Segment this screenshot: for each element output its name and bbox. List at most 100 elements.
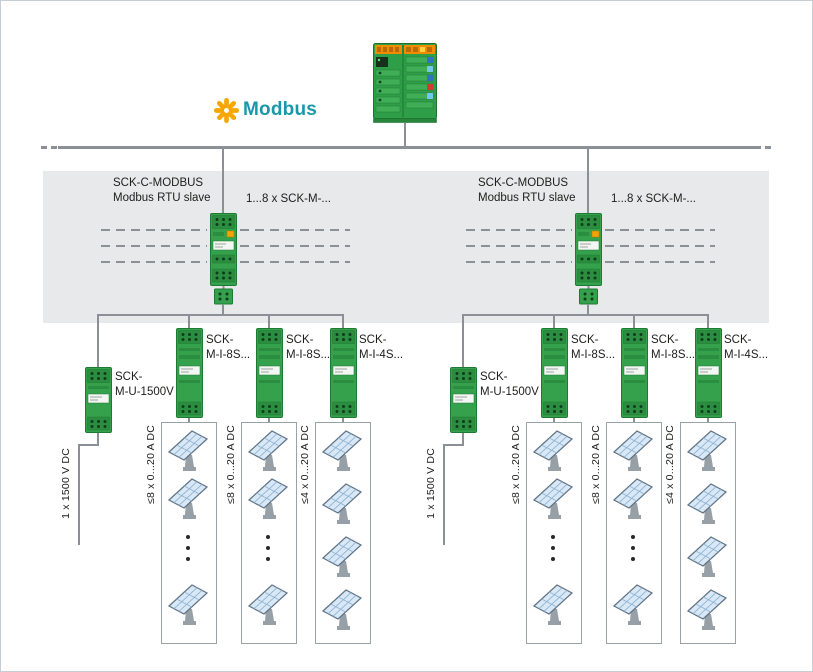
voltage-module-label-line2: M-U-1500V [480, 385, 539, 398]
bus-continuation-right [755, 146, 773, 149]
daisychain-dash [466, 261, 572, 263]
daisychain-dash [240, 261, 350, 263]
solar-panel-icon [166, 427, 210, 473]
voltage-measure-wire [443, 444, 464, 446]
current-module-1 [176, 328, 203, 418]
solar-panel-icon [685, 586, 729, 632]
gateway-branch-wire [587, 304, 589, 316]
more-panels-ellipsis [266, 535, 270, 568]
label-line1: SCK- [571, 334, 599, 346]
branch-drop-voltage [97, 314, 99, 367]
label-line2: M-I-8S... [571, 348, 616, 361]
label-line1: SCK- [724, 334, 752, 346]
solar-panel-icon [685, 533, 729, 579]
daisychain-dash [466, 229, 572, 231]
string-box-3 [680, 422, 736, 644]
solar-panel-icon [320, 480, 364, 526]
solar-panel-icon [531, 475, 575, 521]
module-to-strings-wire [633, 418, 635, 423]
branch-drop-voltage [462, 314, 464, 367]
module-to-strings-wire [188, 418, 190, 423]
daisychain-dash [605, 229, 715, 231]
current-channel-label-2: ≤8 x 0...20 A DC [590, 425, 602, 505]
current-module-3 [695, 328, 722, 418]
gateway-name: SCK-C-MODBUS [113, 177, 204, 189]
rtu-slave-zone-band [43, 171, 769, 323]
branch-drop-1 [188, 314, 190, 328]
solar-panel-icon [166, 581, 210, 627]
solar-panel-icon [531, 427, 575, 473]
current-channel-label-3: ≤4 x 0...20 A DC [299, 425, 311, 505]
branch-drop-2 [268, 314, 270, 328]
current-module-1 [541, 328, 568, 418]
solar-panel-icon [685, 427, 729, 473]
branch-drop-3 [342, 314, 344, 328]
daisychain-dash [240, 245, 350, 247]
current-channel-label-1: ≤8 x 0...20 A DC [510, 425, 522, 505]
modbus-gateway-module [575, 213, 602, 305]
modbus-bus-line [58, 146, 755, 149]
modbus-logo-text: Modbus [243, 99, 318, 120]
solar-panel-icon [246, 581, 290, 627]
solar-panel-icon [320, 586, 364, 632]
module-to-strings-wire [268, 418, 270, 423]
gateway-label: SCK-C-MODBUS Modbus RTU slave [113, 176, 211, 205]
label-line2: M-I-8S... [206, 348, 251, 361]
module-to-strings-wire [553, 418, 555, 423]
extension-count-label: 1...8 x SCK-M-... [246, 193, 331, 205]
daisychain-dash [605, 245, 715, 247]
label-line1: SCK- [206, 334, 234, 346]
solar-panel-icon [246, 427, 290, 473]
more-panels-ellipsis [631, 535, 635, 568]
current-module-2 [621, 328, 648, 418]
gateway-name: SCK-C-MODBUS [478, 177, 569, 189]
branch-drop-3 [707, 314, 709, 328]
voltage-channel-label: 1 x 1500 V DC [60, 448, 72, 519]
voltage-module [450, 367, 477, 433]
label-line2: M-I-4S... [724, 348, 769, 361]
label-line1: SCK- [359, 334, 387, 346]
voltage-measure-wire [78, 444, 99, 446]
current-module-2-label: SCK- M-I-8S... [286, 333, 330, 362]
current-channel-label-1: ≤8 x 0...20 A DC [145, 425, 157, 505]
string-box-1 [161, 422, 217, 644]
daisychain-dash [240, 229, 350, 231]
extension-count-label: 1...8 x SCK-M-... [611, 193, 696, 205]
string-box-3 [315, 422, 371, 644]
solar-panel-icon [246, 475, 290, 521]
voltage-module-label-line1: SCK- [115, 371, 143, 383]
daisychain-dash [466, 245, 572, 247]
solar-panel-icon [611, 427, 655, 473]
string-box-2 [606, 422, 662, 644]
voltage-measure-wire [443, 444, 445, 545]
gateway-label: SCK-C-MODBUS Modbus RTU slave [478, 176, 576, 205]
module-to-strings-wire [342, 418, 344, 423]
label-line1: SCK- [651, 334, 679, 346]
branch-bus-wire [462, 314, 709, 316]
label-line1: SCK- [286, 334, 314, 346]
gateway-subtitle: Modbus RTU slave [113, 191, 211, 204]
current-module-3-label: SCK- M-I-4S... [724, 333, 768, 362]
gateway-branch-wire [222, 304, 224, 316]
voltage-module-label: SCK- M-U-1500V [115, 370, 174, 399]
solar-panel-icon [320, 427, 364, 473]
solar-panel-icon [611, 581, 655, 627]
current-channel-label-3: ≤4 x 0...20 A DC [664, 425, 676, 505]
more-panels-ellipsis [186, 535, 190, 568]
daisychain-dash [101, 245, 207, 247]
monitoring-group-left: SCK-C-MODBUS Modbus RTU slave 1...8 x SC… [1, 1, 407, 671]
monitoring-group-right: SCK-C-MODBUS Modbus RTU slave 1...8 x SC… [366, 1, 772, 671]
daisychain-dash [101, 229, 207, 231]
controller-bus-wire [404, 123, 406, 148]
modbus-gateway-module [210, 213, 237, 305]
voltage-module-label-line1: SCK- [480, 371, 508, 383]
label-line2: M-I-4S... [359, 348, 404, 361]
current-module-1-label: SCK- M-I-8S... [206, 333, 250, 362]
voltage-measure-wire [97, 433, 99, 446]
voltage-measure-wire [78, 444, 80, 545]
current-module-1-label: SCK- M-I-8S... [571, 333, 615, 362]
solar-panel-icon [611, 475, 655, 521]
daisychain-dash [605, 261, 715, 263]
current-module-3-label: SCK- M-I-4S... [359, 333, 403, 362]
